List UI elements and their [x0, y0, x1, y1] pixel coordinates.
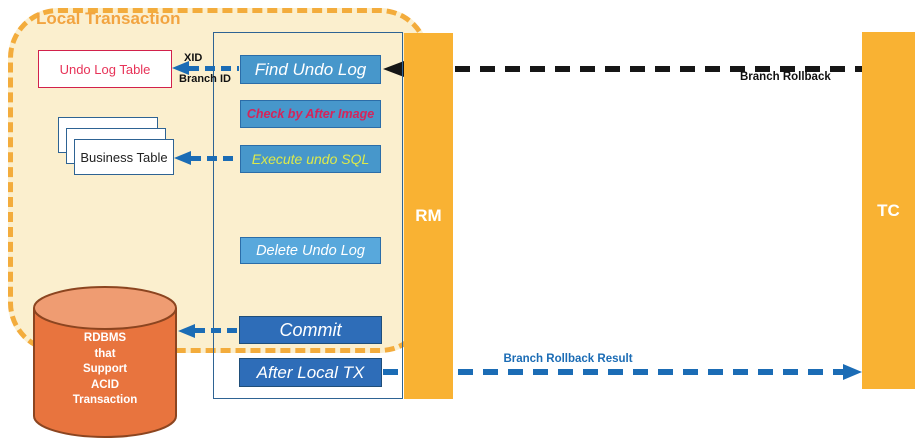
database-cylinder-icon [33, 286, 177, 438]
xid-arrow-line [189, 66, 239, 71]
step-execute-undo-sql: Execute undo SQL [240, 145, 381, 173]
step-label: Commit [279, 319, 342, 340]
xid-label: XID [184, 52, 203, 64]
step-label: Check by After Image [246, 107, 375, 121]
branch-rollback-result-label: Branch Rollback Result [503, 353, 633, 365]
business-table-label: Business Table [80, 149, 168, 165]
step-label: After Local TX [256, 362, 365, 382]
xid-arrowhead-icon [172, 61, 189, 75]
commit-arrow-line [195, 328, 238, 333]
branch-rollback-label: Branch Rollback [740, 71, 831, 83]
lifeline-rm: RM [404, 33, 453, 399]
database-label-line: that [94, 347, 116, 360]
step-check-by-after-image: Check by After Image [240, 100, 381, 128]
database-label: RDBMS that Support ACID Transaction [31, 331, 179, 409]
rm-label: RM [415, 206, 442, 225]
database-label-line: RDBMS [83, 332, 127, 344]
undo-log-table-label: Undo Log Table [59, 61, 151, 77]
rm-process-container [213, 32, 403, 399]
branch-rollback-arrow-line [405, 66, 862, 72]
step-label: Delete Undo Log [256, 242, 365, 259]
step-delete-undo-log: Delete Undo Log [240, 237, 381, 264]
branch-rollback-result-arrowhead-icon [843, 364, 862, 380]
database-label-line: ACID [90, 378, 120, 391]
tc-label: TC [877, 200, 900, 220]
step-after-local-tx: After Local TX [239, 358, 382, 387]
step-commit: Commit [239, 316, 382, 344]
lifeline-tc: TC [862, 32, 915, 389]
execute-sql-arrow-line [191, 156, 239, 161]
execute-sql-arrowhead-icon [174, 151, 191, 165]
step-label: Execute undo SQL [251, 151, 370, 167]
step-label: Find Undo Log [254, 59, 367, 79]
database-label-line: Support [82, 363, 128, 375]
undo-log-table-box: Undo Log Table [38, 50, 172, 88]
database-label-line: Transaction [72, 394, 138, 406]
business-table-box: Business Table [74, 139, 174, 175]
commit-arrowhead-icon [178, 324, 195, 338]
step-find-undo-log: Find Undo Log [240, 55, 381, 84]
local-transaction-title: Local Transaction [36, 9, 181, 28]
branch-rollback-arrowhead-icon [383, 61, 404, 77]
branch-rollback-result-arrow-line [383, 369, 843, 375]
branch-id-label: Branch ID [179, 73, 231, 85]
